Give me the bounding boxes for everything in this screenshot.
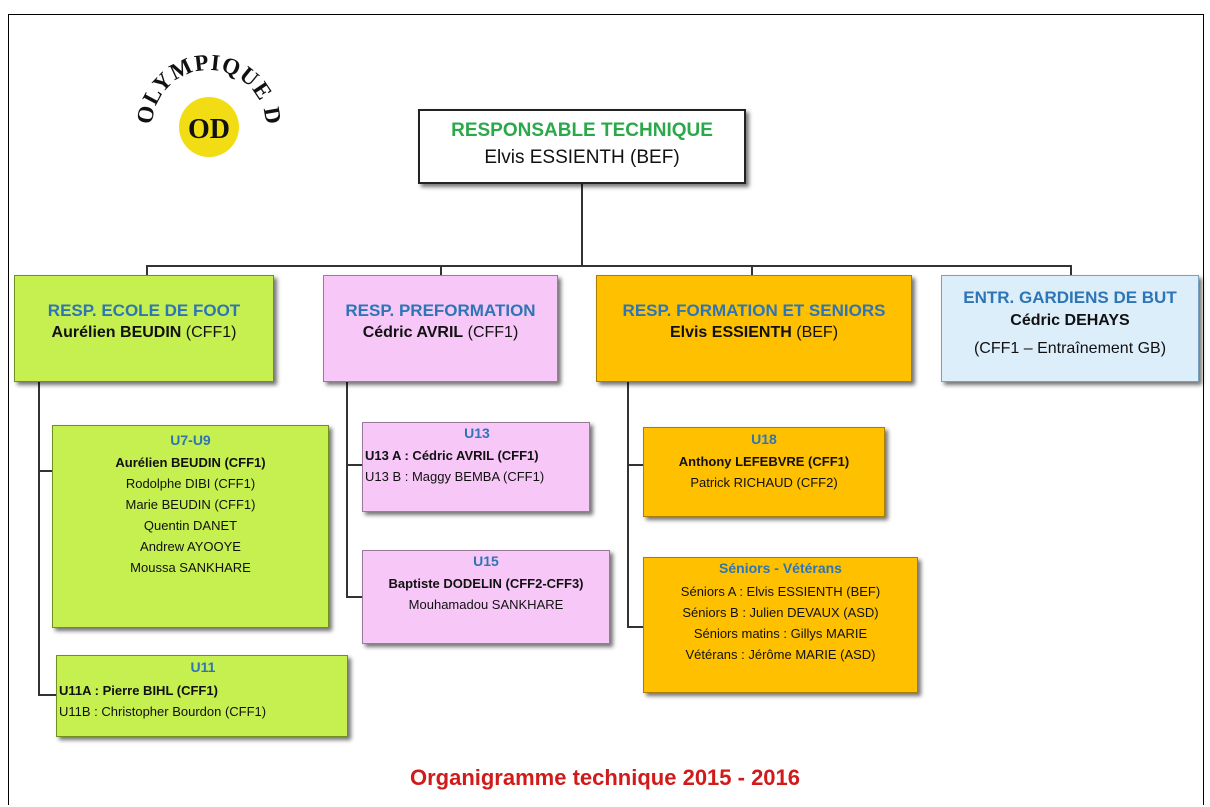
team-u15-box: U15 Baptiste DODELIN (CFF2-CFF3) Mouhama… — [362, 550, 610, 644]
team-line: Marie BEUDIN (CFF1) — [125, 497, 256, 512]
connector-line — [146, 265, 1071, 267]
connector-line — [346, 596, 362, 598]
connector-line — [627, 464, 643, 466]
connector-line — [38, 382, 40, 695]
branch-gardiens-de-but: ENTR. GARDIENS DE BUT Cédric DEHAYS (CFF… — [941, 275, 1199, 382]
logo-emblem-icon: OLYMPIQUE DE DARNETAL OD — [121, 28, 285, 157]
branch-qualification: (BEF) — [791, 324, 839, 341]
connector-line — [346, 382, 348, 598]
team-seniors-box: Séniors - Vétérans Séniors A : Elvis ESS… — [643, 557, 918, 693]
chart-title: Organigramme technique 2015 - 2016 — [409, 765, 801, 790]
branch-qualification: (CFF1) — [463, 324, 519, 341]
branch-person: Elvis ESSIENTH — [669, 324, 792, 341]
team-title: U18 — [751, 431, 777, 447]
team-title: U13 — [464, 425, 490, 441]
team-u13-box: U13 U13 A : Cédric AVRIL (CFF1) U13 B : … — [362, 422, 590, 512]
team-line: Andrew AYOOYE — [140, 539, 241, 554]
connector-line — [346, 464, 362, 466]
team-line: Séniors B : Julien DEVAUX (ASD) — [682, 605, 879, 620]
team-line: Séniors matins : Gillys MARIE — [693, 626, 868, 641]
team-title: U11 — [190, 659, 216, 675]
team-u7-u9-box: U7-U9 Aurélien BEUDIN (CFF1) Rodolphe DI… — [52, 425, 329, 628]
team-line: Rodolphe DIBI (CFF1) — [125, 476, 256, 491]
branch-person: Cédric DEHAYS — [1010, 312, 1130, 329]
team-title: Séniors - Vétérans — [719, 560, 842, 576]
team-line: Séniors A : Elvis ESSIENTH (BEF) — [680, 584, 881, 599]
team-line: Mouhamadou SANKHARE — [408, 597, 564, 612]
branch-person: Cédric AVRIL — [362, 324, 464, 341]
top-person: Elvis ESSIENTH (BEF) — [484, 147, 680, 168]
team-title: U7-U9 — [170, 432, 211, 448]
branch-formation-seniors: RESP. FORMATION ET SENIORS Elvis ESSIENT… — [596, 275, 912, 382]
branch-title: RESP. FORMATION ET SENIORS — [622, 301, 886, 320]
top-responsable-box: RESPONSABLE TECHNIQUE Elvis ESSIENTH (BE… — [418, 109, 746, 184]
connector-line — [627, 626, 643, 628]
top-title: RESPONSABLE TECHNIQUE — [451, 120, 713, 141]
branch-person: Aurélien BEUDIN — [51, 324, 182, 341]
connector-line — [146, 265, 148, 276]
logo-initials: OD — [188, 114, 230, 145]
connector-line — [38, 470, 52, 472]
club-logo: OLYMPIQUE DE DARNETAL OD — [121, 28, 288, 206]
connector-line — [1070, 265, 1072, 276]
branch-qualification: (CFF1) — [181, 324, 237, 341]
branch-preformation: RESP. PREFORMATION Cédric AVRIL (CFF1) — [323, 275, 558, 382]
team-title: U15 — [473, 553, 499, 569]
branch-title: RESP. PREFORMATION — [345, 301, 536, 320]
chart-frame — [8, 14, 1204, 805]
connector-line — [38, 694, 56, 696]
team-line: U11A : Pierre BIHL (CFF1) — [59, 683, 218, 698]
team-line: Anthony LEFEBVRE (CFF1) — [678, 454, 850, 469]
team-line: Vétérans : Jérôme MARIE (ASD) — [685, 647, 876, 662]
connector-line — [440, 265, 442, 276]
branch-title: RESP. ECOLE DE FOOT — [47, 301, 241, 320]
branch-title: ENTR. GARDIENS DE BUT — [963, 288, 1177, 307]
team-u11-box: U11 U11A : Pierre BIHL (CFF1) U11B : Chr… — [56, 655, 348, 737]
branch-qualification: (CFF1 – Entraînement GB) — [973, 340, 1167, 357]
team-line: Quentin DANET — [143, 518, 238, 533]
connector-line — [581, 183, 583, 265]
team-u18-box: U18 Anthony LEFEBVRE (CFF1) Patrick RICH… — [643, 427, 885, 517]
team-line: Moussa SANKHARE — [130, 560, 251, 575]
team-line: U11B : Christopher Bourdon (CFF1) — [59, 704, 267, 719]
connector-line — [627, 382, 629, 628]
team-line: Aurélien BEUDIN (CFF1) — [115, 455, 266, 470]
team-line: U13 A : Cédric AVRIL (CFF1) — [365, 448, 539, 463]
branch-ecole-de-foot: RESP. ECOLE DE FOOT Aurélien BEUDIN (CFF… — [14, 275, 274, 382]
connector-line — [751, 265, 753, 276]
team-line: U13 B : Maggy BEMBA (CFF1) — [365, 469, 545, 484]
team-line: Patrick RICHAUD (CFF2) — [690, 475, 838, 490]
team-line: Baptiste DODELIN (CFF2-CFF3) — [388, 576, 584, 591]
